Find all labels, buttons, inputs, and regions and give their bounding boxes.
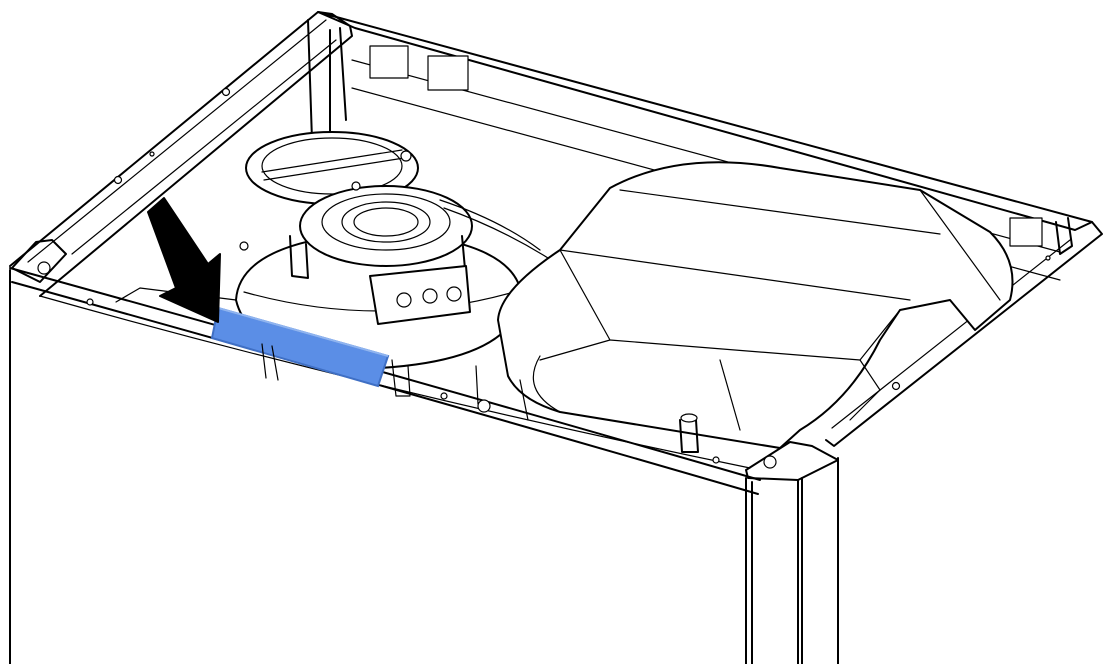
fan-assembly (235, 131, 549, 369)
right-corner-post (745, 441, 839, 481)
cabinet-sides (9, 269, 839, 664)
vessel-housing (497, 161, 1014, 453)
left-corner-post (11, 239, 67, 283)
rear-slot-right (427, 55, 469, 91)
rear-slot-left (369, 45, 409, 79)
lower-details (115, 287, 529, 421)
highlight-strip (210, 306, 390, 388)
down-right-arrow-icon (147, 197, 221, 323)
highlighted-part (210, 306, 390, 388)
rear-slot-far (1009, 217, 1043, 247)
